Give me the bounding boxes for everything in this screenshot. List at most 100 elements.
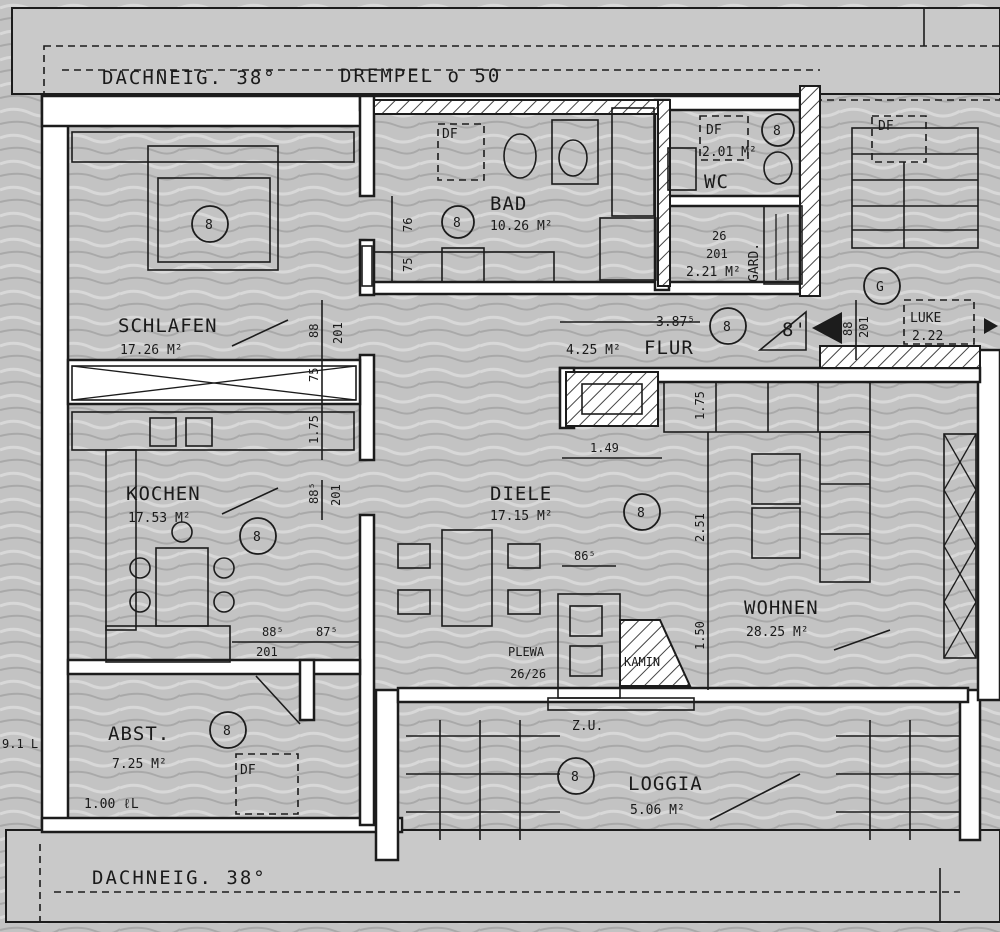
marker-loggia: [557, 757, 595, 795]
roof-pitch-top: DACHNEIG. 38°: [102, 67, 277, 89]
dim-201-kochen: 201: [329, 484, 343, 506]
chimney-block-flur: [565, 371, 659, 427]
room-name-abst: ABST.: [108, 723, 170, 745]
coffee-table-1: [751, 453, 801, 505]
marker-text-loggia: 8: [571, 770, 579, 785]
bed-inner: [157, 177, 271, 263]
room-area-schlafen: 17.26 M²: [120, 343, 183, 358]
skylight-label-abst: DF: [240, 763, 256, 778]
dim-875: 87⁵: [316, 625, 338, 639]
room-name-bad: BAD: [490, 193, 527, 215]
marker-text-abst: 8: [223, 724, 231, 739]
marker-schlafen: [191, 205, 229, 243]
plewa-sublabel: 26/26: [510, 667, 546, 681]
dim-201-schlafen: 201: [331, 322, 345, 344]
dim-149: 1.49: [590, 441, 619, 455]
roof-pitch-bottom: DACHNEIG. 38°: [92, 867, 267, 889]
room-name-gard: GARD.: [747, 243, 762, 282]
interior-walls: [66, 94, 982, 827]
hatched-wall-wc: [799, 85, 821, 297]
room-area-gard: 2.21 M²: [686, 265, 741, 280]
marker-text-schlafen: 8: [205, 218, 213, 233]
kitchen-counter: [71, 411, 355, 451]
sofa: [819, 431, 871, 583]
marker-text-kochen: 8: [253, 530, 261, 545]
room-area-wc: 2.01 M²: [702, 145, 757, 160]
hatched-wall-bad: [373, 99, 671, 115]
luke-hatch: [903, 299, 975, 345]
room-name-wohnen: WOHNEN: [744, 597, 819, 619]
marker-text-flur: 8: [723, 320, 731, 335]
g-marker: [863, 267, 901, 305]
abst-skylight: [235, 753, 299, 815]
kitchen-hob: [185, 417, 213, 447]
kitchen-side-counter: [105, 449, 137, 631]
marker-flur: [709, 307, 747, 345]
wall-cabinet-wohnen: [663, 381, 871, 433]
toilet-wc: [763, 151, 793, 185]
door-mark: 8': [782, 319, 807, 341]
room-name-loggia: LOGGIA: [628, 773, 703, 795]
kitchen-sink: [149, 417, 177, 447]
dim-201-wc: 201: [706, 247, 728, 261]
room-name-diele: DIELE: [490, 483, 552, 505]
dim-26-wc: 26: [712, 229, 726, 243]
bad-skylight: [437, 123, 485, 181]
chimney-mark: Z.U.: [572, 719, 603, 734]
marker-diele: [623, 493, 661, 531]
kamin-label: KAMIN: [624, 655, 660, 669]
dim-150: 1.50: [693, 621, 707, 650]
skylight-label-stair: DF: [878, 119, 894, 134]
marker-text-bad: 8: [453, 216, 461, 231]
loggia-grid: [406, 720, 960, 840]
marker-abst: [209, 711, 247, 749]
plewa-label: PLEWA: [508, 645, 545, 659]
dim-885-kochen: 88⁵: [307, 482, 321, 504]
room-name-kochen: KOCHEN: [126, 483, 201, 505]
note-abst: 1.00 ℓL: [84, 797, 139, 812]
dining-table-kitchen: [155, 547, 209, 627]
g-marker-label: G: [876, 280, 884, 295]
dining-table-diele: [441, 529, 493, 627]
room-area-loggia: 5.06 M²: [630, 803, 685, 818]
hatched-wall-flur: [819, 345, 981, 369]
coffee-table-2: [751, 507, 801, 559]
room-name-flur: FLUR: [644, 337, 694, 359]
marker-wc: [761, 113, 795, 147]
wardrobe-bottom: [71, 365, 357, 401]
roof-band-bottom: [5, 829, 1000, 923]
dim-175-wohnen: 1.75: [693, 391, 707, 420]
dim-201-bottom: 201: [256, 645, 278, 659]
dim-75-bad: 75: [401, 258, 415, 272]
room-area-flur: 4.25 M²: [566, 343, 621, 358]
closet-gard: [763, 205, 803, 285]
wardrobe-cross: [71, 365, 357, 401]
washbasin-bad: [551, 119, 599, 185]
room-name-wc: WC: [704, 171, 729, 193]
wc-skylight: [699, 115, 749, 161]
left-edge-label: 9.1 L: [2, 737, 38, 751]
dim-251: 2.51: [693, 513, 707, 542]
room-area-diele: 17.15 M²: [490, 509, 553, 524]
dim-flur: 3.87⁵: [656, 315, 695, 330]
room-area-wohnen: 28.25 M²: [746, 625, 809, 640]
room-name-schlafen: SCHLAFEN: [118, 315, 218, 337]
skylight-label-bad: DF: [442, 127, 458, 142]
hatched-wall-bad-right: [657, 99, 671, 287]
marker-kochen: [239, 517, 277, 555]
room-area-abst: 7.25 M²: [112, 757, 167, 772]
stair: [851, 115, 979, 249]
dim-175-top: 75: [307, 368, 321, 382]
bed: [147, 145, 279, 271]
dim-76-bad: 76: [401, 218, 415, 232]
skylight-label-wc: DF: [706, 123, 722, 138]
luke-sublabel: 2.22: [912, 329, 943, 344]
room-area-kochen: 17.53 M²: [128, 511, 191, 526]
luke-label: LUKE: [910, 311, 941, 326]
stair-arrow: [812, 312, 842, 344]
wardrobe-top: [71, 131, 355, 163]
knee-wall-label: DREMPEL o 50: [340, 65, 501, 87]
bathtub: [611, 107, 655, 217]
